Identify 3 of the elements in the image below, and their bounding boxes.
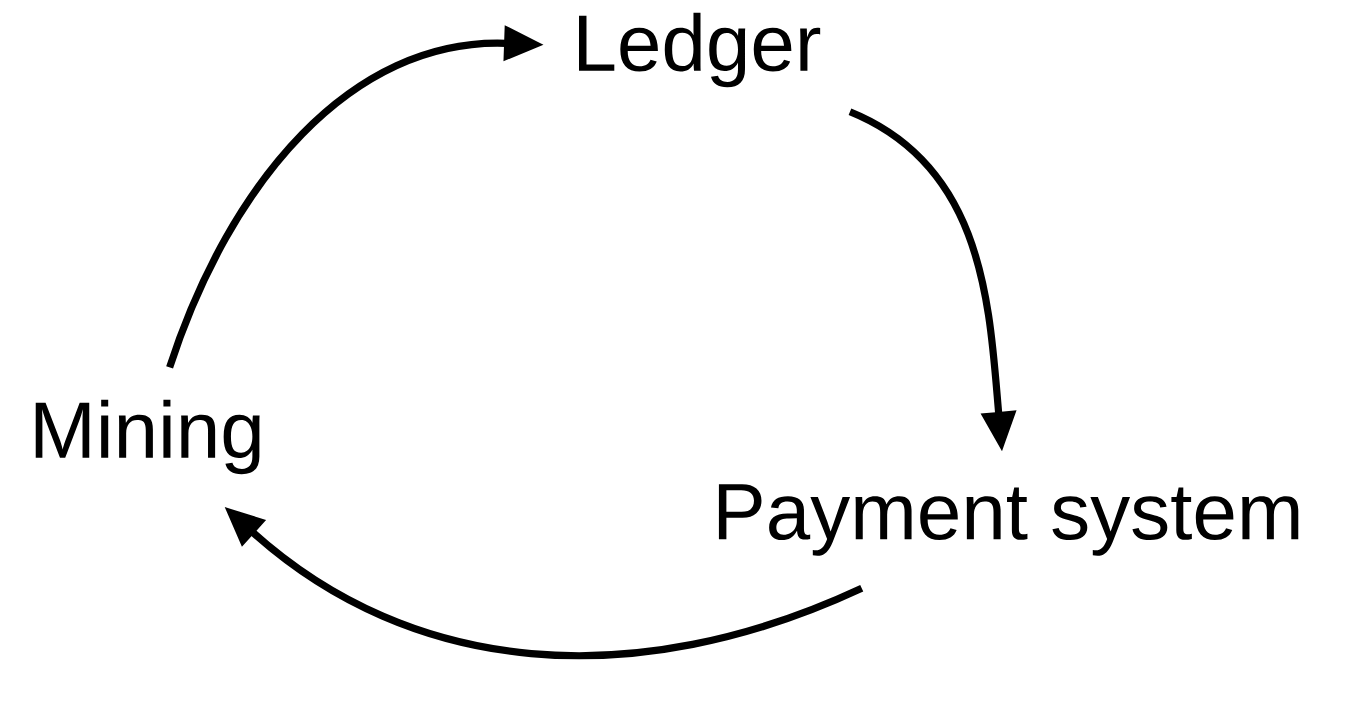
node-label: Payment system: [718, 484, 1299, 556]
node-label: Mining: [35, 399, 260, 475]
node-label: Ledger: [579, 12, 821, 88]
